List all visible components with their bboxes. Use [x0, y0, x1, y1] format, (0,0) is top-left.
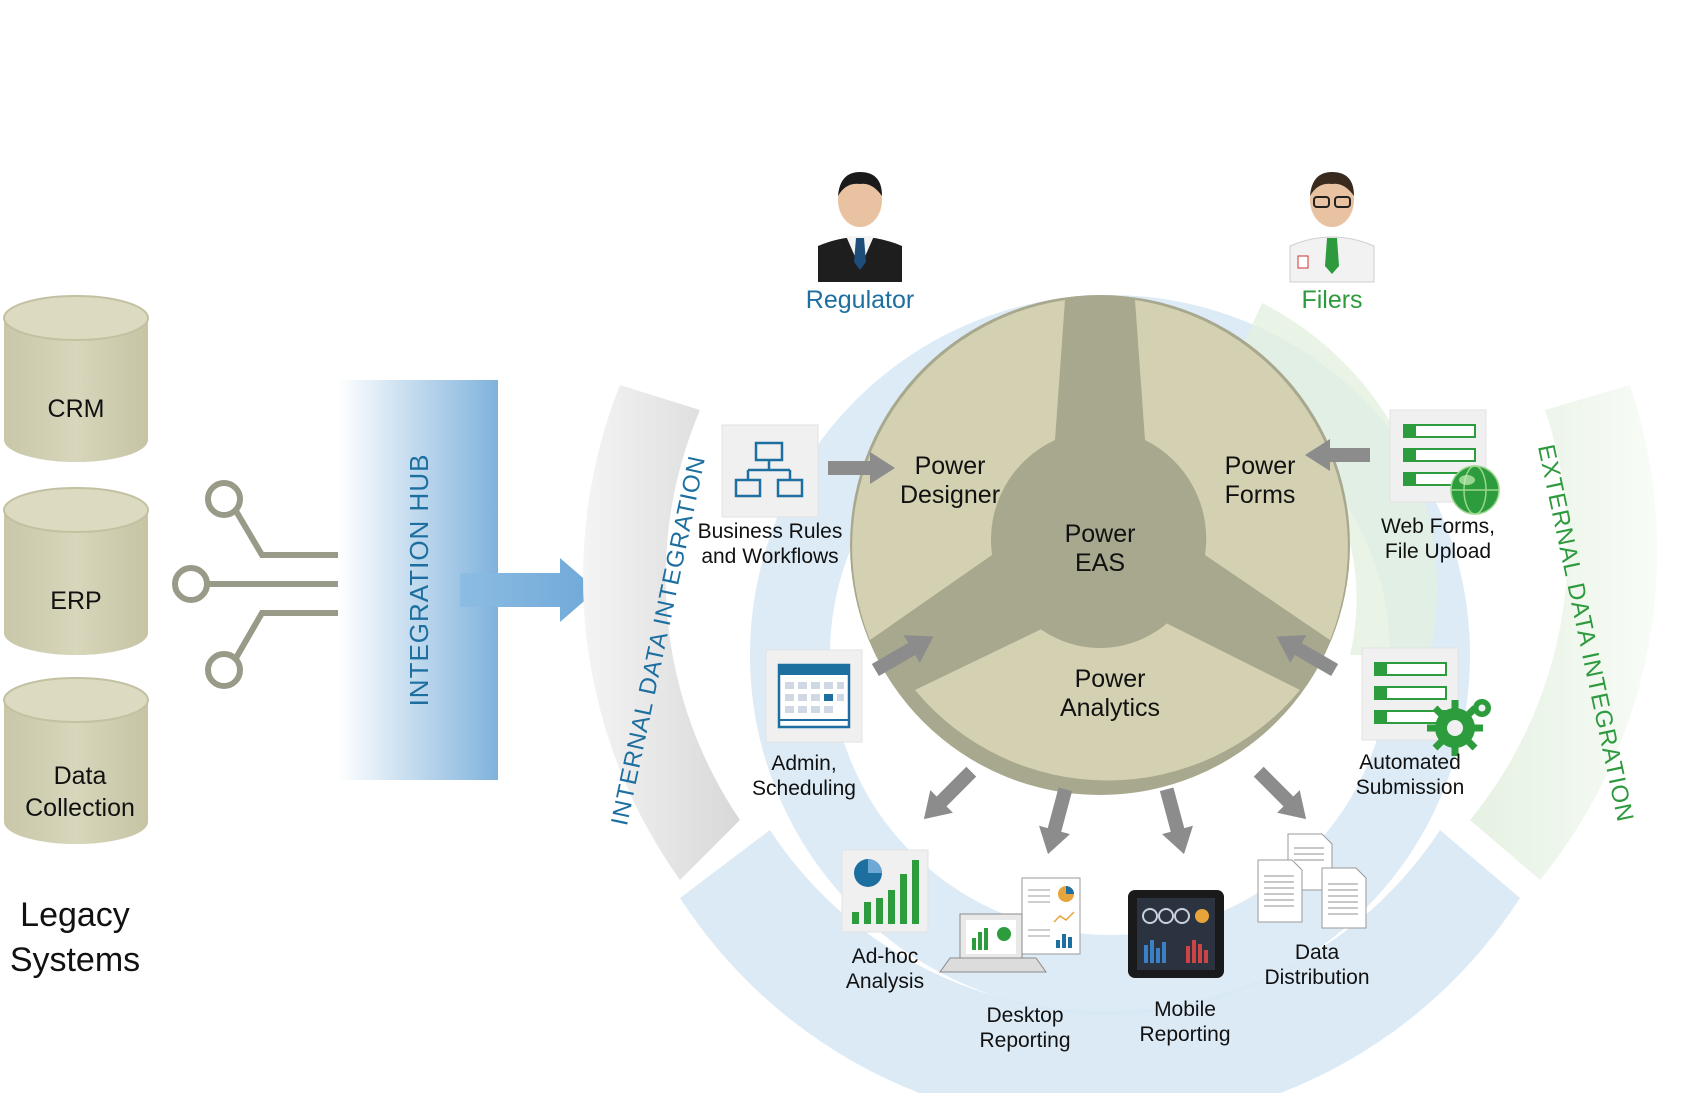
org-chart-icon: [721, 424, 819, 518]
arrow-to-mobile: [1159, 787, 1193, 855]
external-integration-band: [1470, 385, 1658, 880]
erp-label: ERP: [50, 587, 102, 615]
arrow-from-automated: [1276, 635, 1339, 677]
arrow-to-designer: [828, 452, 895, 484]
regulator-label: Regulator: [805, 286, 915, 314]
designer-sector: [852, 300, 1065, 640]
connector-icon: [172, 480, 341, 689]
arrow-from-admin: [871, 635, 934, 677]
internal-integration-band: [583, 385, 740, 880]
arrow-to-adhoc: [923, 766, 977, 820]
analytics-sector: [915, 620, 1300, 781]
data-collection-database: [3, 677, 149, 844]
crm-database: [3, 295, 149, 462]
legacy-systems: [3, 295, 149, 844]
flow-arrows: [828, 439, 1370, 855]
arrow-to-distribution: [1253, 766, 1307, 820]
arrow-to-desktop: [1039, 787, 1073, 855]
data-collection-label: Data Collection: [25, 762, 135, 822]
forms-sector: [1135, 300, 1348, 640]
lower-blue-band: [680, 830, 1520, 1093]
bar-chart-icon: [841, 849, 929, 933]
power-eas-wheel: [850, 295, 1350, 795]
admin-scheduling-label: Admin,Scheduling: [752, 752, 856, 800]
integration-hub-label: INTEGRATION HUB: [404, 454, 434, 707]
legacy-systems-title: Legacy Systems: [9, 896, 141, 979]
businessman-glasses-icon: [1289, 172, 1375, 283]
form-gears-icon: [1361, 647, 1491, 756]
crm-label: CRM: [47, 395, 105, 423]
arrow-to-forms: [1305, 439, 1370, 471]
tablet-dashboard-icon: [1128, 890, 1224, 978]
erp-database: [3, 487, 149, 655]
laptop-report-icon: [939, 877, 1081, 973]
hub-arrow: [460, 558, 597, 622]
web-form-globe-icon: [1389, 409, 1500, 515]
web-forms-label: Web Forms,File Upload: [1381, 515, 1495, 563]
filers-label: Filers: [1301, 286, 1363, 314]
businessman-icon: [818, 172, 902, 282]
documents-icon: [1257, 833, 1367, 929]
calendar-icon: [765, 649, 863, 743]
